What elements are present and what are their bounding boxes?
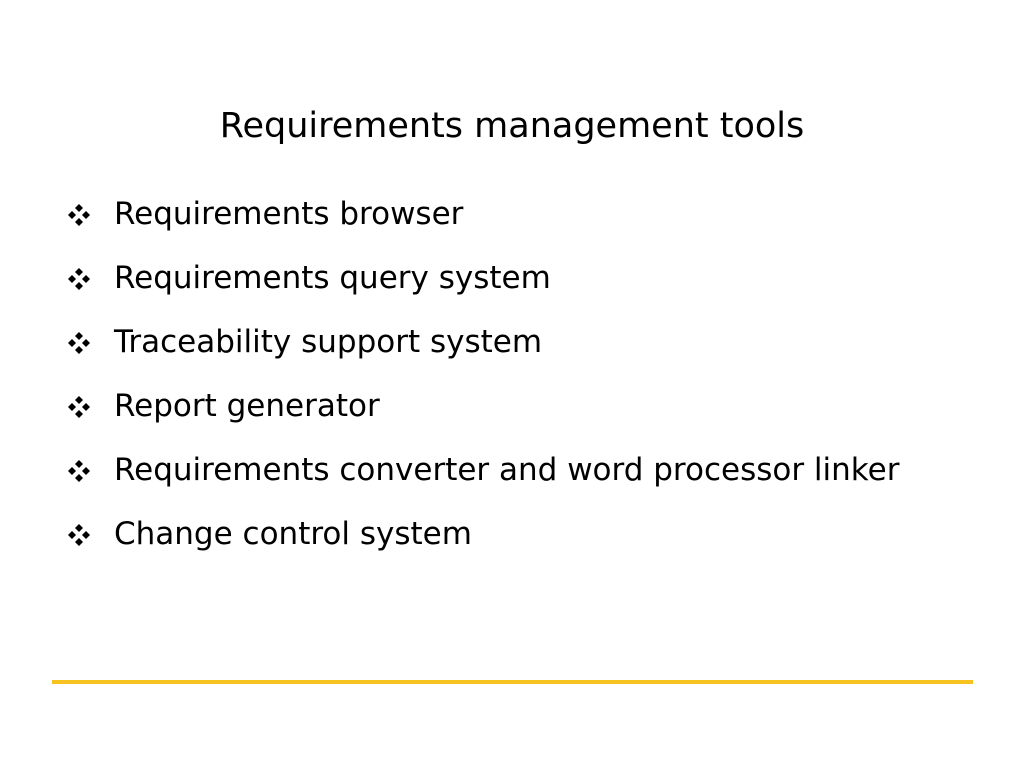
four-diamond-icon — [64, 444, 94, 497]
bullet-item: Requirements browser — [64, 188, 984, 241]
bullet-list: Requirements browser Requirements query … — [64, 188, 984, 572]
bullet-text: Change control system — [114, 516, 472, 552]
four-diamond-icon — [64, 316, 94, 369]
footer-divider — [52, 680, 973, 684]
bullet-item: Requirements converter and word processo… — [64, 444, 984, 497]
bullet-item: Requirements query system — [64, 252, 984, 305]
bullet-text: Requirements browser — [114, 196, 464, 232]
bullet-item: Traceability support system — [64, 316, 984, 369]
bullet-item: Report generator — [64, 380, 984, 433]
four-diamond-icon — [64, 508, 94, 561]
bullet-item: Change control system — [64, 508, 984, 561]
four-diamond-icon — [64, 252, 94, 305]
four-diamond-icon — [64, 380, 94, 433]
bullet-text: Traceability support system — [114, 324, 543, 360]
bullet-text: Report generator — [114, 388, 380, 424]
bullet-text: Requirements converter and word processo… — [114, 452, 900, 488]
four-diamond-icon — [64, 188, 94, 241]
bullet-text: Requirements query system — [114, 260, 551, 296]
slide-title: Requirements management tools — [219, 106, 805, 146]
